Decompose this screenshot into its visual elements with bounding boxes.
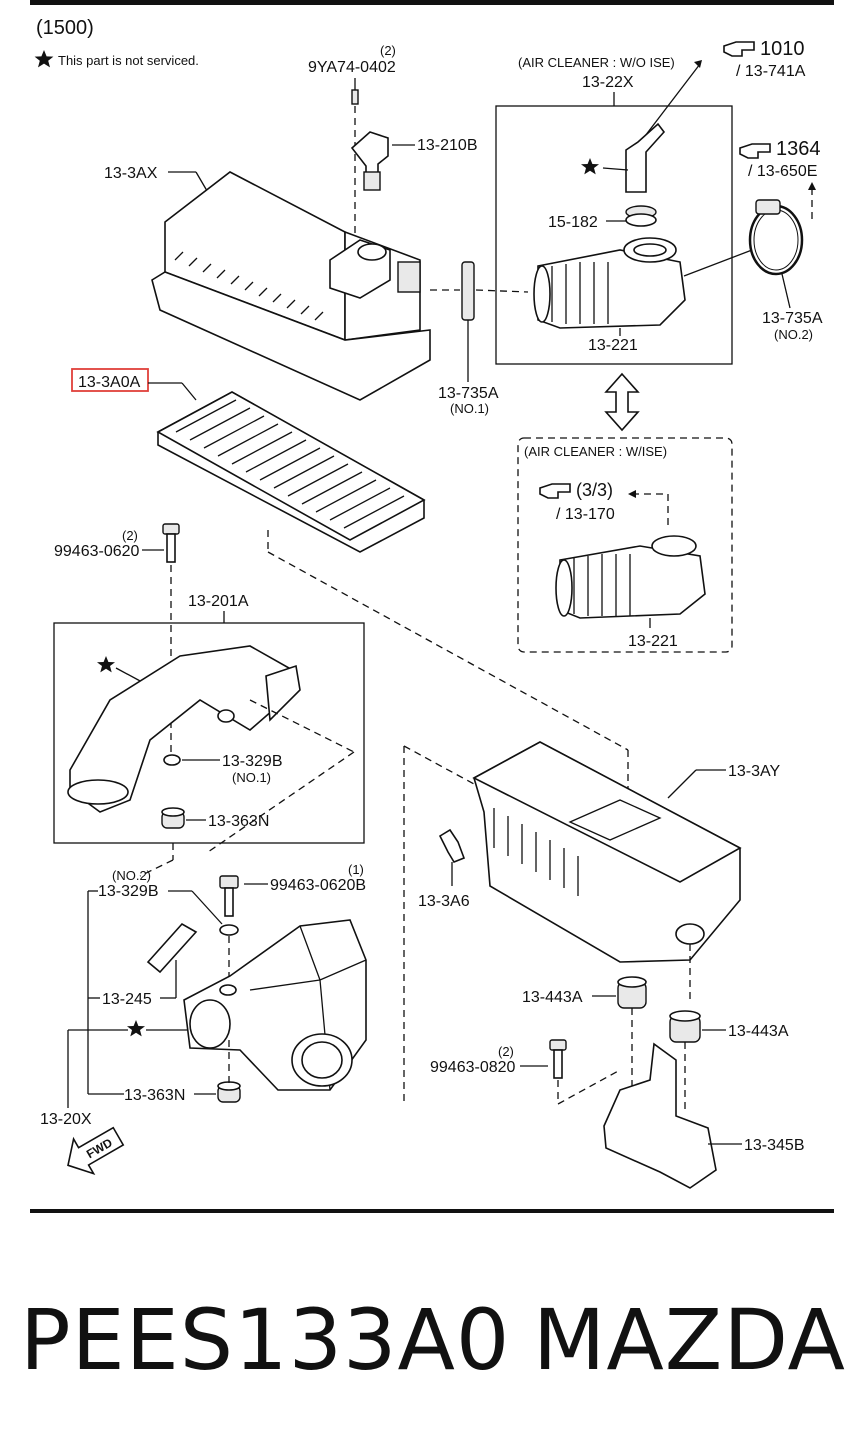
grommet-13-363n-bottom: [217, 1081, 241, 1103]
label-13-20x: 13-20X: [40, 1111, 92, 1128]
label-13-201a: 13-201A: [188, 593, 249, 610]
label-13-3a6: 13-3A6: [418, 893, 470, 910]
highlight-13-3a0a: [71, 368, 149, 392]
label-13-3ax: 13-3AX: [104, 165, 158, 182]
ref-33-sub: / 13-170: [556, 506, 615, 523]
box-13-201a: [53, 622, 365, 844]
bracket-13-345b: [603, 1042, 717, 1189]
bolt-9ya74: [351, 89, 359, 105]
label-13-329b-no1: 13-329B: [222, 753, 283, 770]
clip-13-3a6: [438, 828, 466, 863]
clamp-13-735a-no2: [748, 199, 804, 276]
pointing-hand-icon: [739, 143, 771, 159]
star-icon: [581, 158, 599, 175]
ise-part-13-22x: [625, 122, 666, 193]
brand-name: MAZDA: [532, 1291, 846, 1389]
air-filter-13-3a0a: [156, 391, 426, 553]
ac-wise-title: (AIR CLEANER : W/ISE): [524, 444, 667, 459]
ref-1010-num: 1010: [760, 38, 805, 60]
qty-99463-0620b: (1): [348, 862, 364, 877]
label-13-443a-right: 13-443A: [728, 1023, 789, 1040]
label-13-210b: 13-210B: [417, 137, 478, 154]
label-13-443a-left: 13-443A: [522, 989, 583, 1006]
mount-13-443a-right: [669, 1010, 701, 1043]
bolt-99463-0620b: [219, 875, 239, 917]
top-rule: [30, 0, 834, 5]
washer-13-329b-no1: [163, 754, 181, 766]
label-13-329b-no2: 13-329B: [98, 883, 159, 900]
label-13-329b-no2-sub: (NO.2): [112, 868, 151, 883]
legend-text: This part is not serviced.: [58, 53, 199, 68]
fwd-arrow-icon: FWD: [67, 1126, 125, 1176]
washer-13-329b-no2: [219, 924, 239, 936]
label-13-345b: 13-345B: [744, 1137, 805, 1154]
label-13-3a0a: 13-3A0A: [78, 374, 141, 391]
label-13-245: 13-245: [102, 991, 152, 1008]
box-air-cleaner-wise: [517, 437, 733, 653]
qty-99463-0620: (2): [122, 528, 138, 543]
group-code: (1500): [36, 17, 94, 39]
ref-1010-sub: / 13-741A: [736, 63, 806, 80]
ref-1364-sub: / 13-650E: [748, 163, 817, 180]
label-99463-0620b: 99463-0620B: [270, 877, 366, 894]
part-number: PEES133A0: [20, 1291, 511, 1389]
ref-33-num: (3/3): [576, 480, 613, 500]
pointing-hand-icon: [539, 483, 571, 499]
pointing-hand-icon: [723, 41, 755, 57]
duct-13-201a: [67, 645, 301, 813]
bolt-99463-0820: [549, 1039, 567, 1079]
hose-13-221-bottom: [555, 535, 706, 619]
grommet-13-363n-top: [161, 807, 185, 829]
label-13-221-bottom: 13-221: [628, 633, 678, 650]
star-icon: [34, 50, 54, 68]
label-13-3ay: 13-3AY: [728, 763, 781, 780]
qty-9ya74: (2): [380, 43, 396, 58]
ref-1364-num: 1364: [776, 138, 821, 160]
star-icon: [97, 656, 115, 673]
lower-case-13-3ay: [472, 741, 742, 963]
label-9ya74-0402: 9YA74-0402: [308, 59, 396, 76]
label-99463-0820: 99463-0820: [430, 1059, 516, 1076]
clamp-13-735a-no1: [461, 261, 475, 321]
throttle-body-13-20x: [183, 919, 367, 1091]
label-13-735a-no1: 13-735A: [438, 385, 499, 402]
label-13-363n-bottom: 13-363N: [124, 1087, 185, 1104]
label-13-735a-no1-sub: (NO.1): [450, 401, 489, 416]
label-13-735a-no2-sub: (NO.2): [774, 327, 813, 342]
gasket-13-245: [146, 922, 198, 974]
air-cleaner-cover-13-3ax: [151, 171, 431, 401]
label-13-221-top: 13-221: [588, 337, 638, 354]
ac-woise-title: (AIR CLEANER : W/O ISE): [518, 55, 675, 70]
box-air-cleaner-woise: [495, 105, 733, 365]
parts-diagram: (1500) This part is not serviced. (2) 9Y…: [30, 0, 834, 1213]
label-15-182: 15-182: [548, 214, 598, 231]
bottom-rule: [30, 1209, 834, 1213]
label-13-22x: 13-22X: [582, 74, 634, 91]
label-13-329b-no1-sub: (NO.1): [232, 770, 271, 785]
caption: PEES133A0 MAZDA: [0, 1290, 864, 1400]
bolt-99463-0620: [162, 523, 180, 563]
qty-99463-0820: (2): [498, 1044, 514, 1059]
label-99463-0620: 99463-0620: [54, 543, 140, 560]
swap-arrow-icon: [604, 372, 640, 432]
label-13-735a-no2: 13-735A: [762, 310, 823, 327]
mount-13-443a-left: [617, 976, 647, 1009]
star-icon: [127, 1020, 145, 1037]
label-13-363n-top: 13-363N: [208, 813, 269, 830]
hose-13-221-top: [533, 237, 686, 329]
